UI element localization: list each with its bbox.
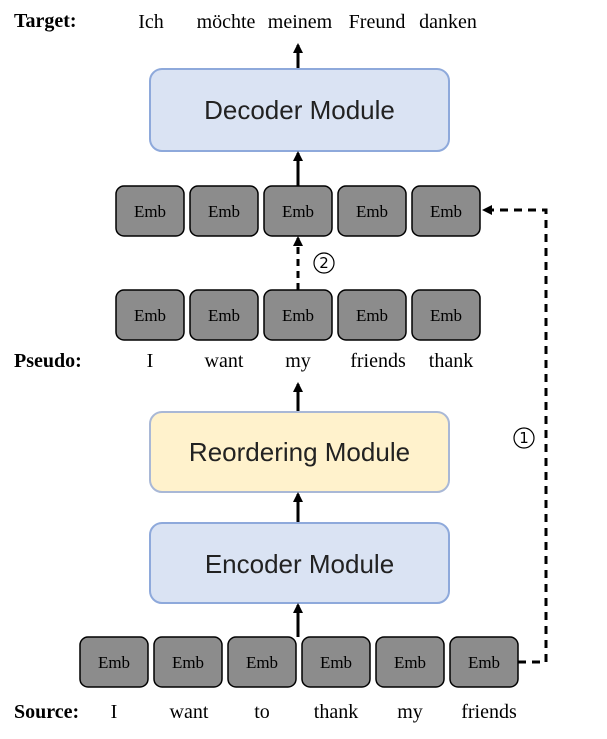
emb-box [153,636,223,688]
emb-label: Emb [468,653,500,672]
target-word: meinem [268,11,333,33]
reordering-module-label: Reordering Module [189,437,410,467]
source-label: Source: [14,701,79,723]
step-one-number: 1 [519,429,529,447]
emb-label: Emb [134,202,166,221]
target-word: Freund [349,11,406,33]
dashed-arrow-step-one [482,205,548,664]
target-word: danken [419,11,477,33]
target-word: möchte [197,11,256,33]
emb-box [189,185,259,237]
emb-box [411,289,481,341]
step-two-number: 2 [319,254,329,272]
emb-label: Emb [172,653,204,672]
source-word: my [397,701,423,723]
emb-label: Emb [246,653,278,672]
decoder-module: Decoder Module [149,68,450,152]
emb-label: Emb [394,653,426,672]
pseudo-word: friends [350,350,406,372]
emb-box [115,185,185,237]
encoder-module: Encoder Module [149,522,450,604]
source-word: friends [461,701,517,723]
source-emb-row: Emb Emb Emb Emb Emb Emb [79,636,519,688]
step-two-circle [313,252,335,274]
top-emb-row: Emb Emb Emb Emb Emb [115,185,481,237]
emb-box [263,289,333,341]
emb-box [189,289,259,341]
emb-box [301,636,371,688]
emb-box [79,636,149,688]
emb-label: Emb [320,653,352,672]
source-words: I want to thank my friends [111,701,517,723]
reordering-module: Reordering Module [149,411,450,493]
emb-label: Emb [282,202,314,221]
target-label: Target: [14,10,77,32]
pseudo-word: thank [429,350,473,372]
emb-label: Emb [208,202,240,221]
pseudo-word: I [147,350,154,372]
step-one-circle [513,427,535,449]
emb-label: Emb [134,306,166,325]
target-word: Ich [138,11,164,33]
emb-label: Emb [282,306,314,325]
emb-label: Emb [208,306,240,325]
source-word: I [111,701,118,723]
emb-box [375,636,445,688]
pseudo-label: Pseudo: [14,350,82,372]
source-word: thank [314,701,358,723]
emb-box [337,289,407,341]
source-word: to [254,701,270,723]
emb-label: Emb [356,202,388,221]
emb-box [227,636,297,688]
pseudo-word: want [205,350,244,372]
source-word: want [170,701,209,723]
emb-box [411,185,481,237]
emb-box [115,289,185,341]
step-two-marker: 2 [313,252,335,274]
encoder-module-label: Encoder Module [205,549,394,579]
emb-label: Emb [356,306,388,325]
pseudo-word: my [285,350,311,372]
target-words: Ich möchte meinem Freund danken [138,11,477,33]
emb-label: Emb [98,653,130,672]
decoder-module-label: Decoder Module [204,95,395,125]
emb-box [337,185,407,237]
emb-label: Emb [430,306,462,325]
pseudo-emb-row: Emb Emb Emb Emb Emb [115,289,481,341]
emb-label: Emb [430,202,462,221]
pseudo-words: I want my friends thank [147,350,474,372]
step-one-marker: 1 [513,427,535,449]
